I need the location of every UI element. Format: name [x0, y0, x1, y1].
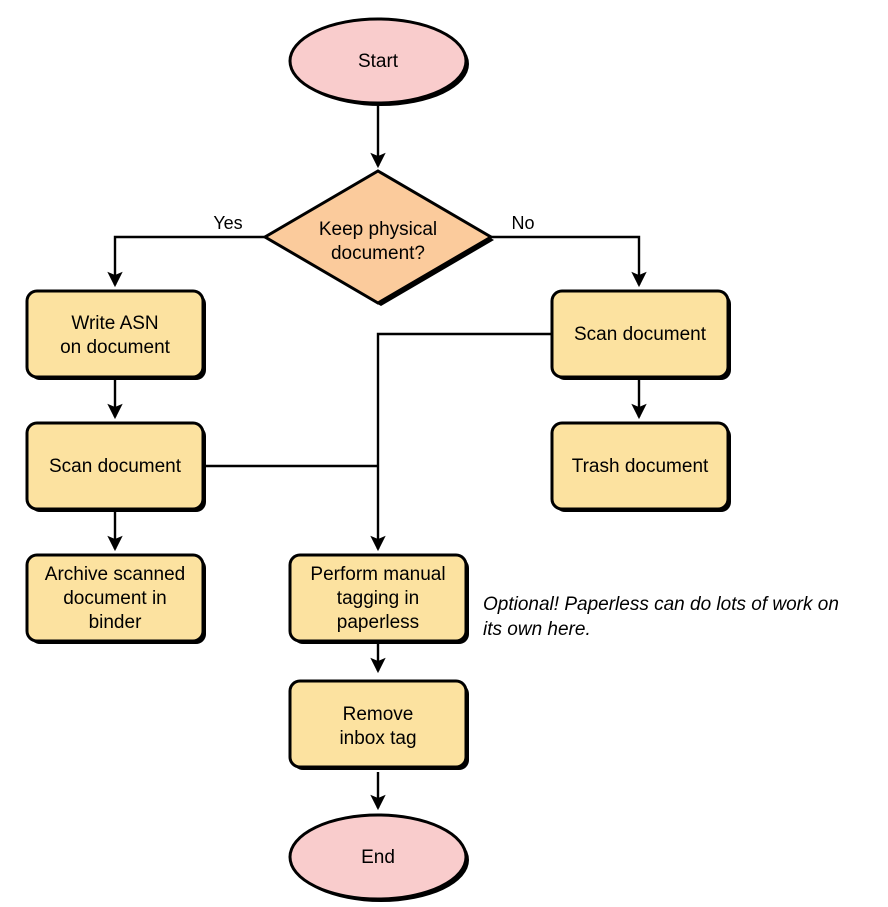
node-decision-label-line1: Keep physical [319, 219, 437, 240]
node-archive-scanned-document[interactable]: Archive scanned document in binder [25, 553, 206, 644]
annotation-optional-note-line1: Optional! Paperless can do lots of work … [483, 594, 839, 615]
node-decision-keep-physical-document[interactable]: Keep physical document? [262, 169, 494, 306]
edge-label-no: No [511, 213, 534, 233]
node-remove-tag-label-line2: inbox tag [339, 728, 416, 749]
edge-scan-right-to-tagging [370, 332, 552, 552]
node-scan-document-left[interactable]: Scan document [25, 421, 206, 512]
edge-decision-no-to-scan-right [491, 235, 647, 288]
node-perform-manual-tagging[interactable]: Perform manual tagging in paperless [288, 553, 469, 644]
node-start[interactable]: Start [288, 17, 469, 106]
annotation-optional-note-line2: its own here. [483, 619, 591, 640]
edge-decision-yes-to-write-asn [107, 235, 265, 288]
node-remove-inbox-tag[interactable]: Remove inbox tag [288, 679, 469, 770]
node-archive-label-line1: Archive scanned [45, 564, 185, 585]
node-archive-label-line2: document in [63, 588, 167, 609]
node-tagging-label-line1: Perform manual [310, 564, 445, 585]
node-write-asn-label-line1: Write ASN [71, 313, 158, 334]
node-remove-tag-label-line1: Remove [343, 704, 414, 725]
node-tagging-label-line3: paperless [337, 612, 419, 633]
node-end-label: End [361, 847, 395, 868]
annotation-optional-note: Optional! Paperless can do lots of work … [483, 594, 839, 640]
node-start-label: Start [358, 51, 399, 72]
node-tagging-label-line2: tagging in [337, 588, 419, 609]
node-scan-document-left-label: Scan document [49, 456, 182, 477]
node-write-asn-label-line2: on document [60, 337, 171, 358]
edge-label-yes: Yes [213, 213, 242, 233]
node-scan-document-right[interactable]: Scan document [550, 289, 731, 380]
node-archive-label-line3: binder [89, 612, 142, 633]
node-end[interactable]: End [288, 813, 469, 902]
node-trash-document-label: Trash document [572, 456, 709, 477]
node-scan-document-right-label: Scan document [574, 324, 707, 345]
node-write-asn[interactable]: Write ASN on document [25, 289, 206, 380]
node-decision-label-line2: document? [331, 243, 425, 264]
node-trash-document[interactable]: Trash document [550, 421, 731, 512]
